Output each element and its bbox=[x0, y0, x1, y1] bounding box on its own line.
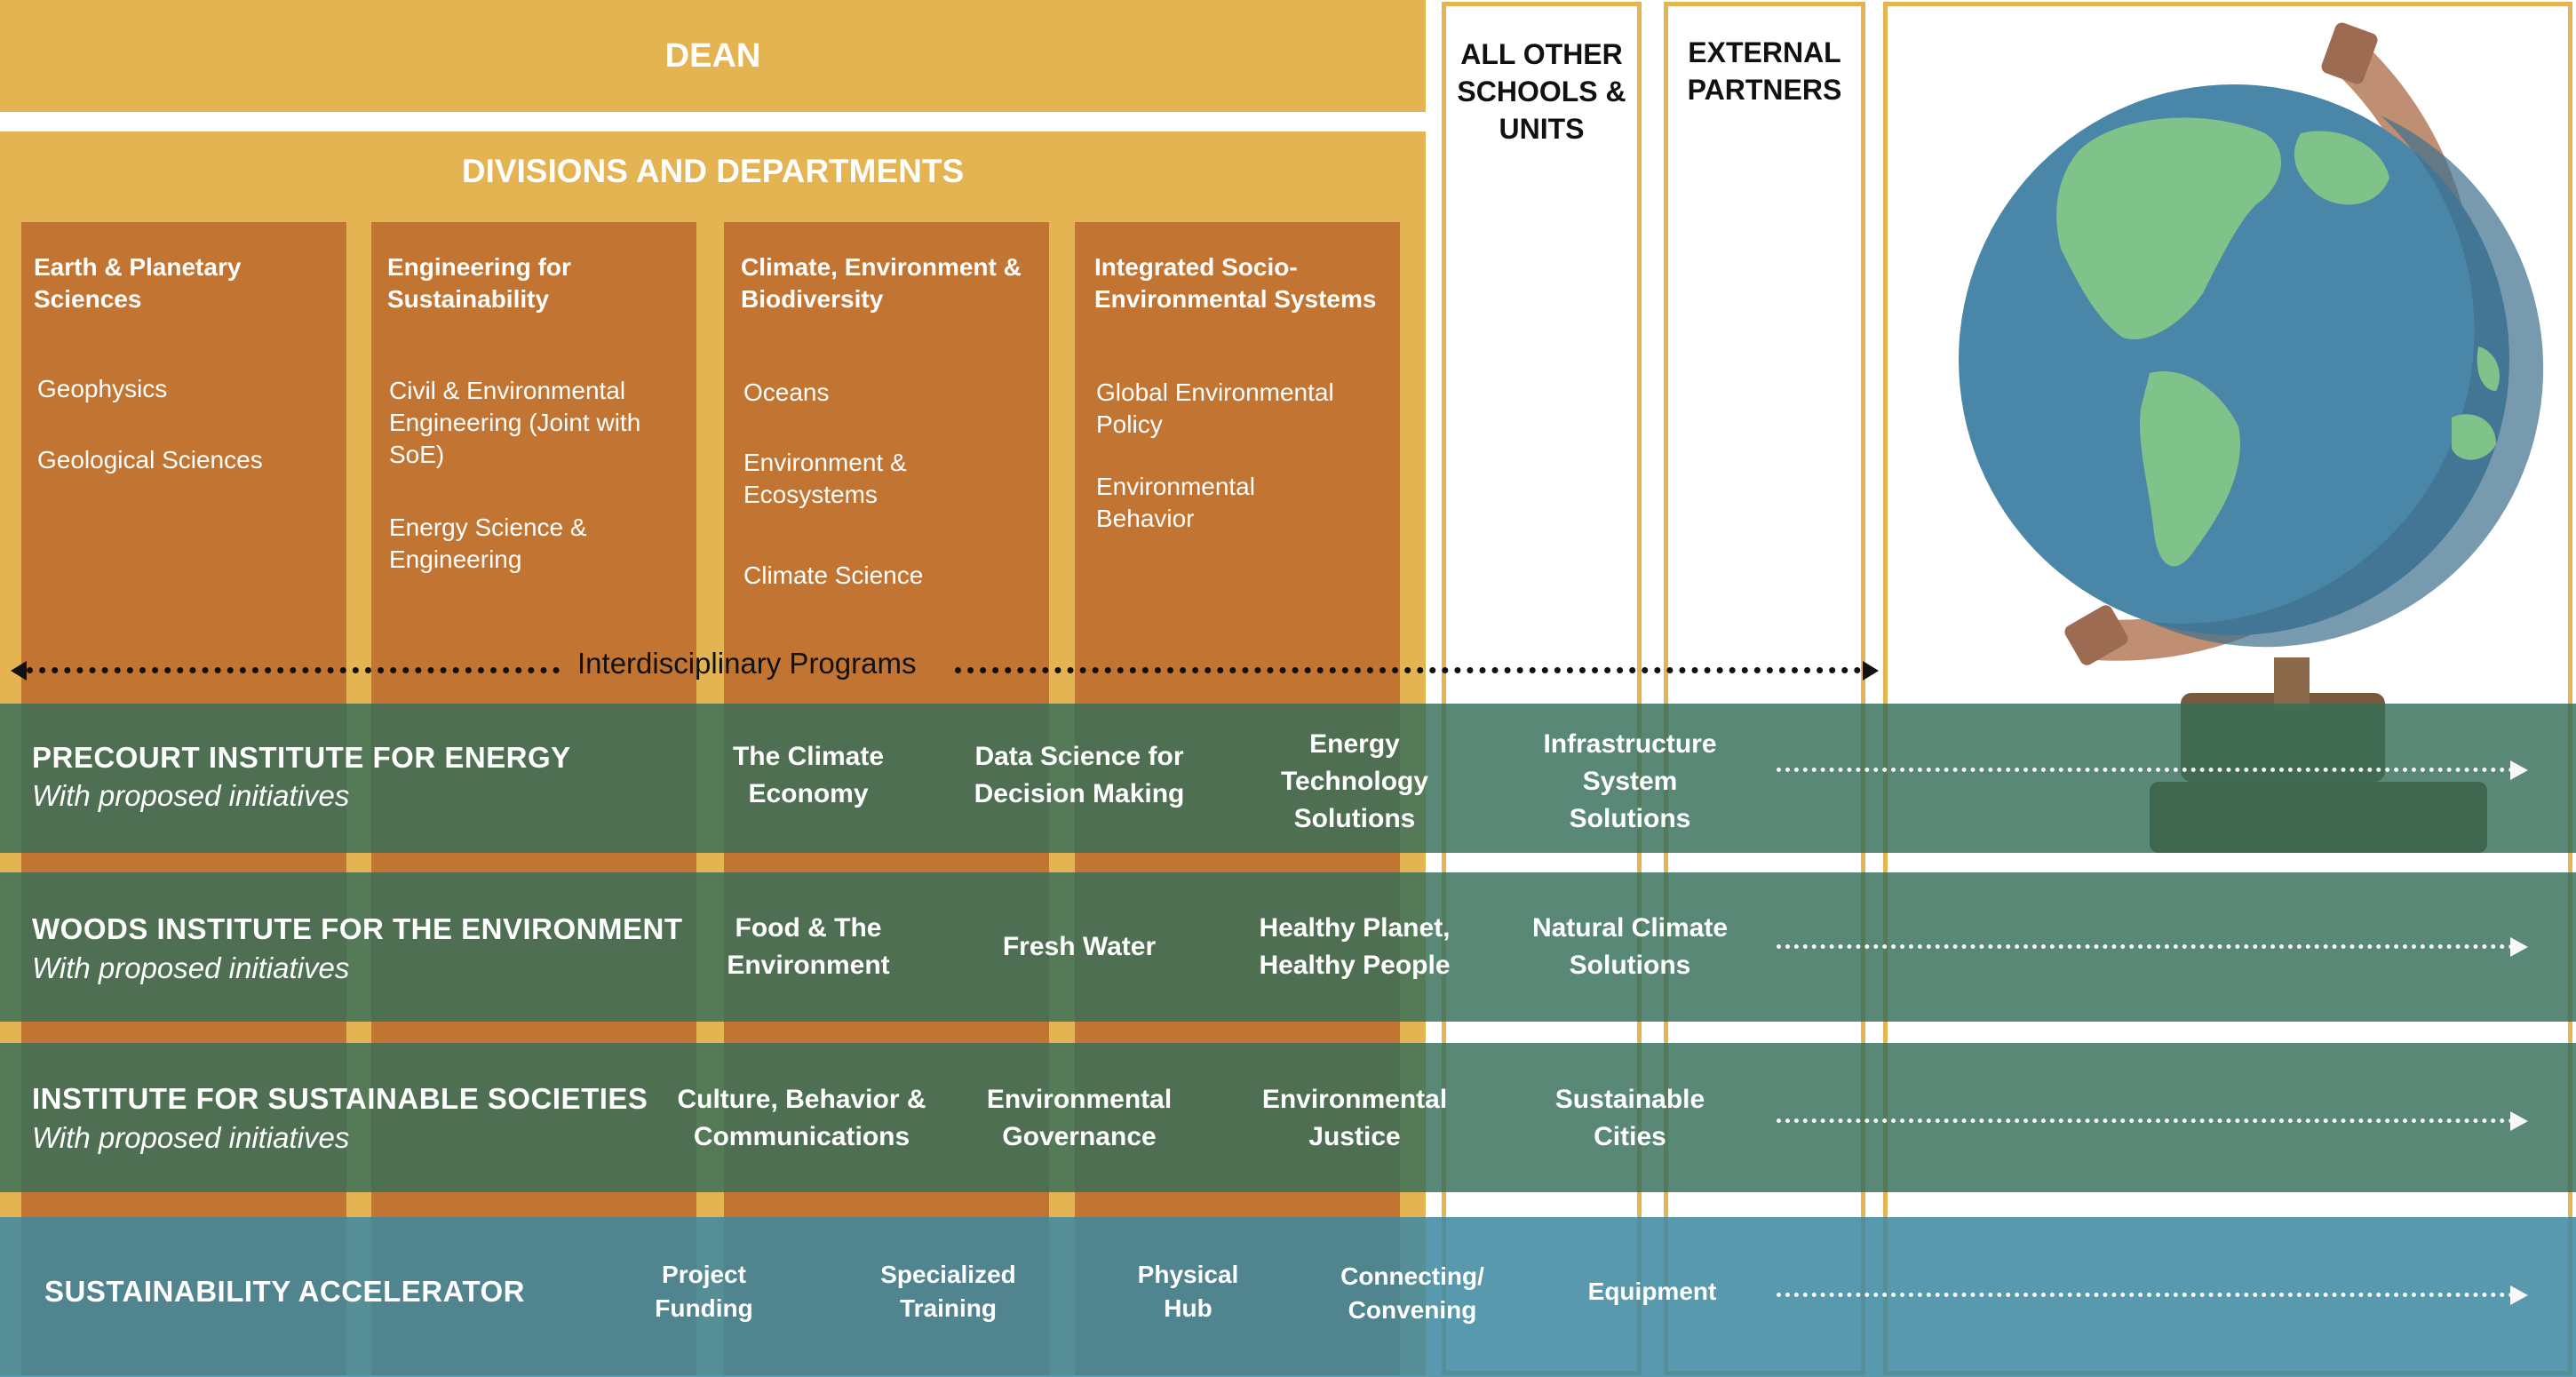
sustainable-societies-band bbox=[0, 1043, 2576, 1192]
initiative: Fresh Water bbox=[1002, 932, 1157, 961]
arrow-left-icon bbox=[11, 661, 27, 681]
arrow-right-icon bbox=[1863, 661, 1879, 681]
initiative: Data Science for Decision Making bbox=[974, 742, 1185, 808]
department-item: Environment & Ecosystems bbox=[743, 449, 907, 508]
initiative: Environmental Governance bbox=[986, 1085, 1173, 1151]
division-title: Integrated Socio-Environmental Systems bbox=[1094, 253, 1377, 313]
institute-name: INSTITUTE FOR SUSTAINABLE SOCIETIES bbox=[32, 1082, 648, 1115]
accelerator-dotted-line bbox=[1777, 1293, 2514, 1297]
department-item: Geophysics bbox=[37, 375, 168, 402]
interdisciplinary-line-left bbox=[27, 667, 560, 673]
initiative: Sustainable Cities bbox=[1554, 1085, 1705, 1151]
arrow-right-icon bbox=[2510, 760, 2528, 780]
department-item: Environmental Behavior bbox=[1096, 473, 1255, 532]
institute-subtitle: With proposed initiatives bbox=[32, 1121, 350, 1154]
interdisciplinary-line-right bbox=[955, 667, 1861, 673]
institute-subtitle: With proposed initiatives bbox=[32, 779, 350, 812]
globe-icon bbox=[1959, 22, 2544, 853]
department-item: Oceans bbox=[743, 378, 830, 406]
interdisciplinary-label: Interdisciplinary Programs bbox=[577, 647, 917, 680]
woods-dotted-line bbox=[1777, 944, 2514, 949]
arrow-right-icon bbox=[2510, 937, 2528, 957]
accelerator-name: SUSTAINABILITY ACCELERATOR bbox=[44, 1275, 526, 1308]
accelerator-item: Physical Hub bbox=[1137, 1261, 1239, 1322]
dean-label: DEAN bbox=[664, 36, 761, 75]
initiative: Natural Climate Solutions bbox=[1531, 913, 1729, 980]
initiative: Environmental Justice bbox=[1261, 1085, 1448, 1151]
initiative: Food & The Environment bbox=[727, 913, 890, 980]
department-item: Global Environmental Policy bbox=[1096, 378, 1334, 438]
department-item: Climate Science bbox=[743, 561, 924, 589]
accelerator-item: Project Funding bbox=[655, 1261, 753, 1322]
dean-box: DEAN bbox=[0, 0, 1426, 112]
precourt-band bbox=[0, 704, 2576, 853]
department-item: Geological Sciences bbox=[37, 446, 263, 474]
divisions-title: DIVISIONS AND DEPARTMENTS bbox=[461, 153, 965, 189]
societies-dotted-line bbox=[1777, 1118, 2514, 1123]
institute-name: PRECOURT INSTITUTE FOR ENERGY bbox=[32, 741, 571, 774]
precourt-dotted-line bbox=[1777, 768, 2514, 772]
department-item: Energy Science & Engineering bbox=[389, 513, 587, 573]
arrow-right-icon bbox=[2510, 1285, 2528, 1305]
external-partners-label: EXTERNAL PARTNERS bbox=[1687, 36, 1842, 106]
accelerator-band bbox=[0, 1217, 2576, 1377]
division-title: Earth & Planetary Sciences bbox=[34, 253, 242, 313]
division-title: Engineering for Sustainability bbox=[387, 253, 571, 313]
department-item: Civil & Environmental Engineering (Joint… bbox=[389, 377, 641, 468]
accelerator-item: Specialized Training bbox=[880, 1261, 1016, 1322]
arrow-right-icon bbox=[2510, 1111, 2528, 1131]
accelerator-item: Equipment bbox=[1587, 1278, 1717, 1305]
division-title: Climate, Environment & Biodiversity bbox=[741, 253, 1022, 313]
accelerator-item: Connecting/ Convening bbox=[1340, 1262, 1484, 1324]
institute-name: WOODS INSTITUTE FOR THE ENVIRONMENT bbox=[32, 912, 683, 945]
initiative: The Climate Economy bbox=[732, 742, 885, 808]
other-schools-label: ALL OTHER SCHOOLS & UNITS bbox=[1457, 38, 1626, 145]
initiative: Infrastructure System Solutions bbox=[1543, 729, 1717, 833]
initiative: Culture, Behavior & Communications bbox=[677, 1085, 926, 1151]
institute-subtitle: With proposed initiatives bbox=[32, 951, 350, 984]
initiative: Energy Technology Solutions bbox=[1280, 729, 1429, 833]
initiative: Healthy Planet, Healthy People bbox=[1259, 913, 1451, 980]
